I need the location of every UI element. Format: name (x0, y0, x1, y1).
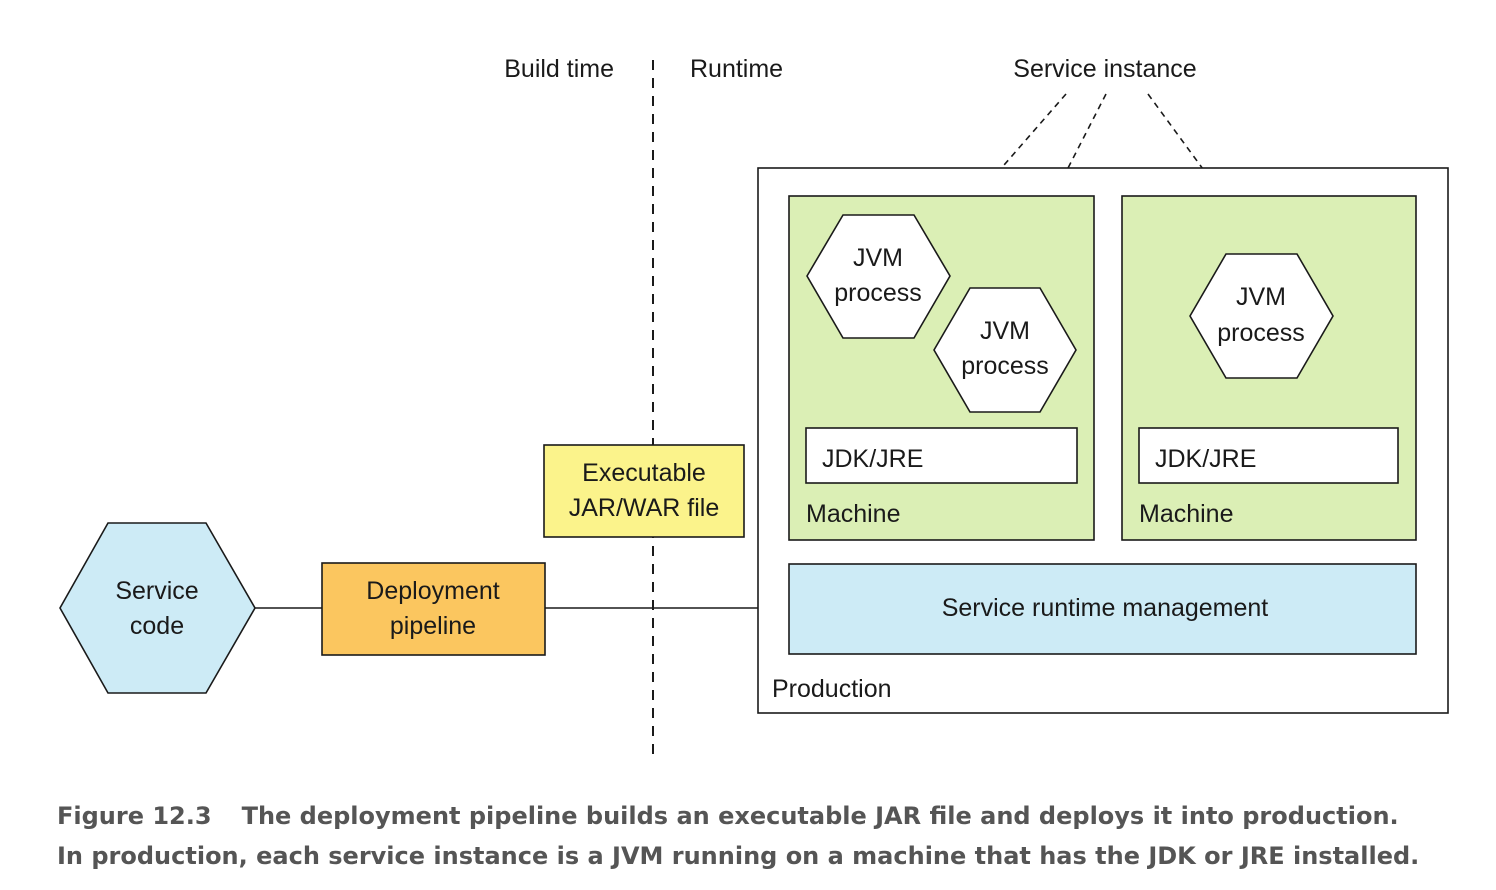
artifact-label-line1: Executable (582, 459, 706, 487)
machine-1-label: Machine (806, 500, 901, 528)
jvm-process-3-hexagon (1189, 253, 1334, 379)
machine-2-jdk-label: JDK/JRE (1155, 445, 1256, 473)
caption-text-line-2: In production, each service instance is … (57, 842, 1420, 870)
deployment-pipeline-label-line2: pipeline (390, 612, 476, 640)
service-code-hexagon (59, 522, 256, 694)
deployment-pipeline-node: Deployment pipeline (321, 562, 546, 656)
machine-2: JDK/JRE Machine JVM process (1121, 195, 1417, 541)
production-environment: Production JDK/JRE Machine JVM process J… (757, 167, 1449, 714)
machine-1-jdk-label: JDK/JRE (822, 445, 923, 473)
service-code-label-line1: Service (115, 577, 198, 605)
jvm-process-1-label-line2: process (834, 279, 922, 307)
artifact-node: Executable JAR/WAR file (543, 444, 745, 538)
jvm-process-2-label-line1: JVM (980, 317, 1030, 345)
service-instance-label: Service instance (1013, 55, 1196, 83)
jvm-process-2-label-line2: process (961, 352, 1049, 380)
runtime-management: Service runtime management (788, 563, 1417, 655)
jvm-process-2: JVM process (933, 287, 1077, 413)
runtime-management-label: Service runtime management (942, 594, 1269, 622)
build-time-label: Build time (504, 55, 614, 83)
machine-1-jdk-box (805, 427, 1078, 484)
machine-1: JDK/JRE Machine JVM process JVM process (788, 195, 1095, 541)
artifact-box (543, 444, 745, 538)
artifact-label-line2: JAR/WAR file (569, 494, 719, 522)
deployment-pipeline-label-line1: Deployment (366, 577, 499, 605)
service-code-node: Service code (59, 522, 256, 694)
deployment-pipeline-box (321, 562, 546, 656)
machine-2-jdk-box (1138, 427, 1399, 484)
caption-text-line-1: The deployment pipeline builds an execut… (241, 802, 1399, 830)
runtime-label: Runtime (690, 55, 783, 83)
jvm-process-3-label-line1: JVM (1236, 283, 1286, 311)
jvm-process-1: JVM process (806, 214, 951, 339)
jvm-process-2-hexagon (933, 287, 1077, 413)
jvm-process-1-hexagon (806, 214, 951, 339)
machine-2-label: Machine (1139, 500, 1234, 528)
runtime-management-box (788, 563, 1417, 655)
production-label: Production (772, 675, 892, 703)
jvm-process-3-label-line2: process (1217, 319, 1305, 347)
caption-line-1: Figure 12.3 The deployment pipeline build… (57, 796, 1477, 836)
jvm-process-3: JVM process (1189, 253, 1334, 379)
figure-number: Figure 12.3 (57, 802, 212, 830)
jvm-process-1-label-line1: JVM (853, 244, 903, 272)
service-code-label-line2: code (130, 612, 184, 640)
figure-caption: Figure 12.3 The deployment pipeline build… (57, 796, 1477, 876)
